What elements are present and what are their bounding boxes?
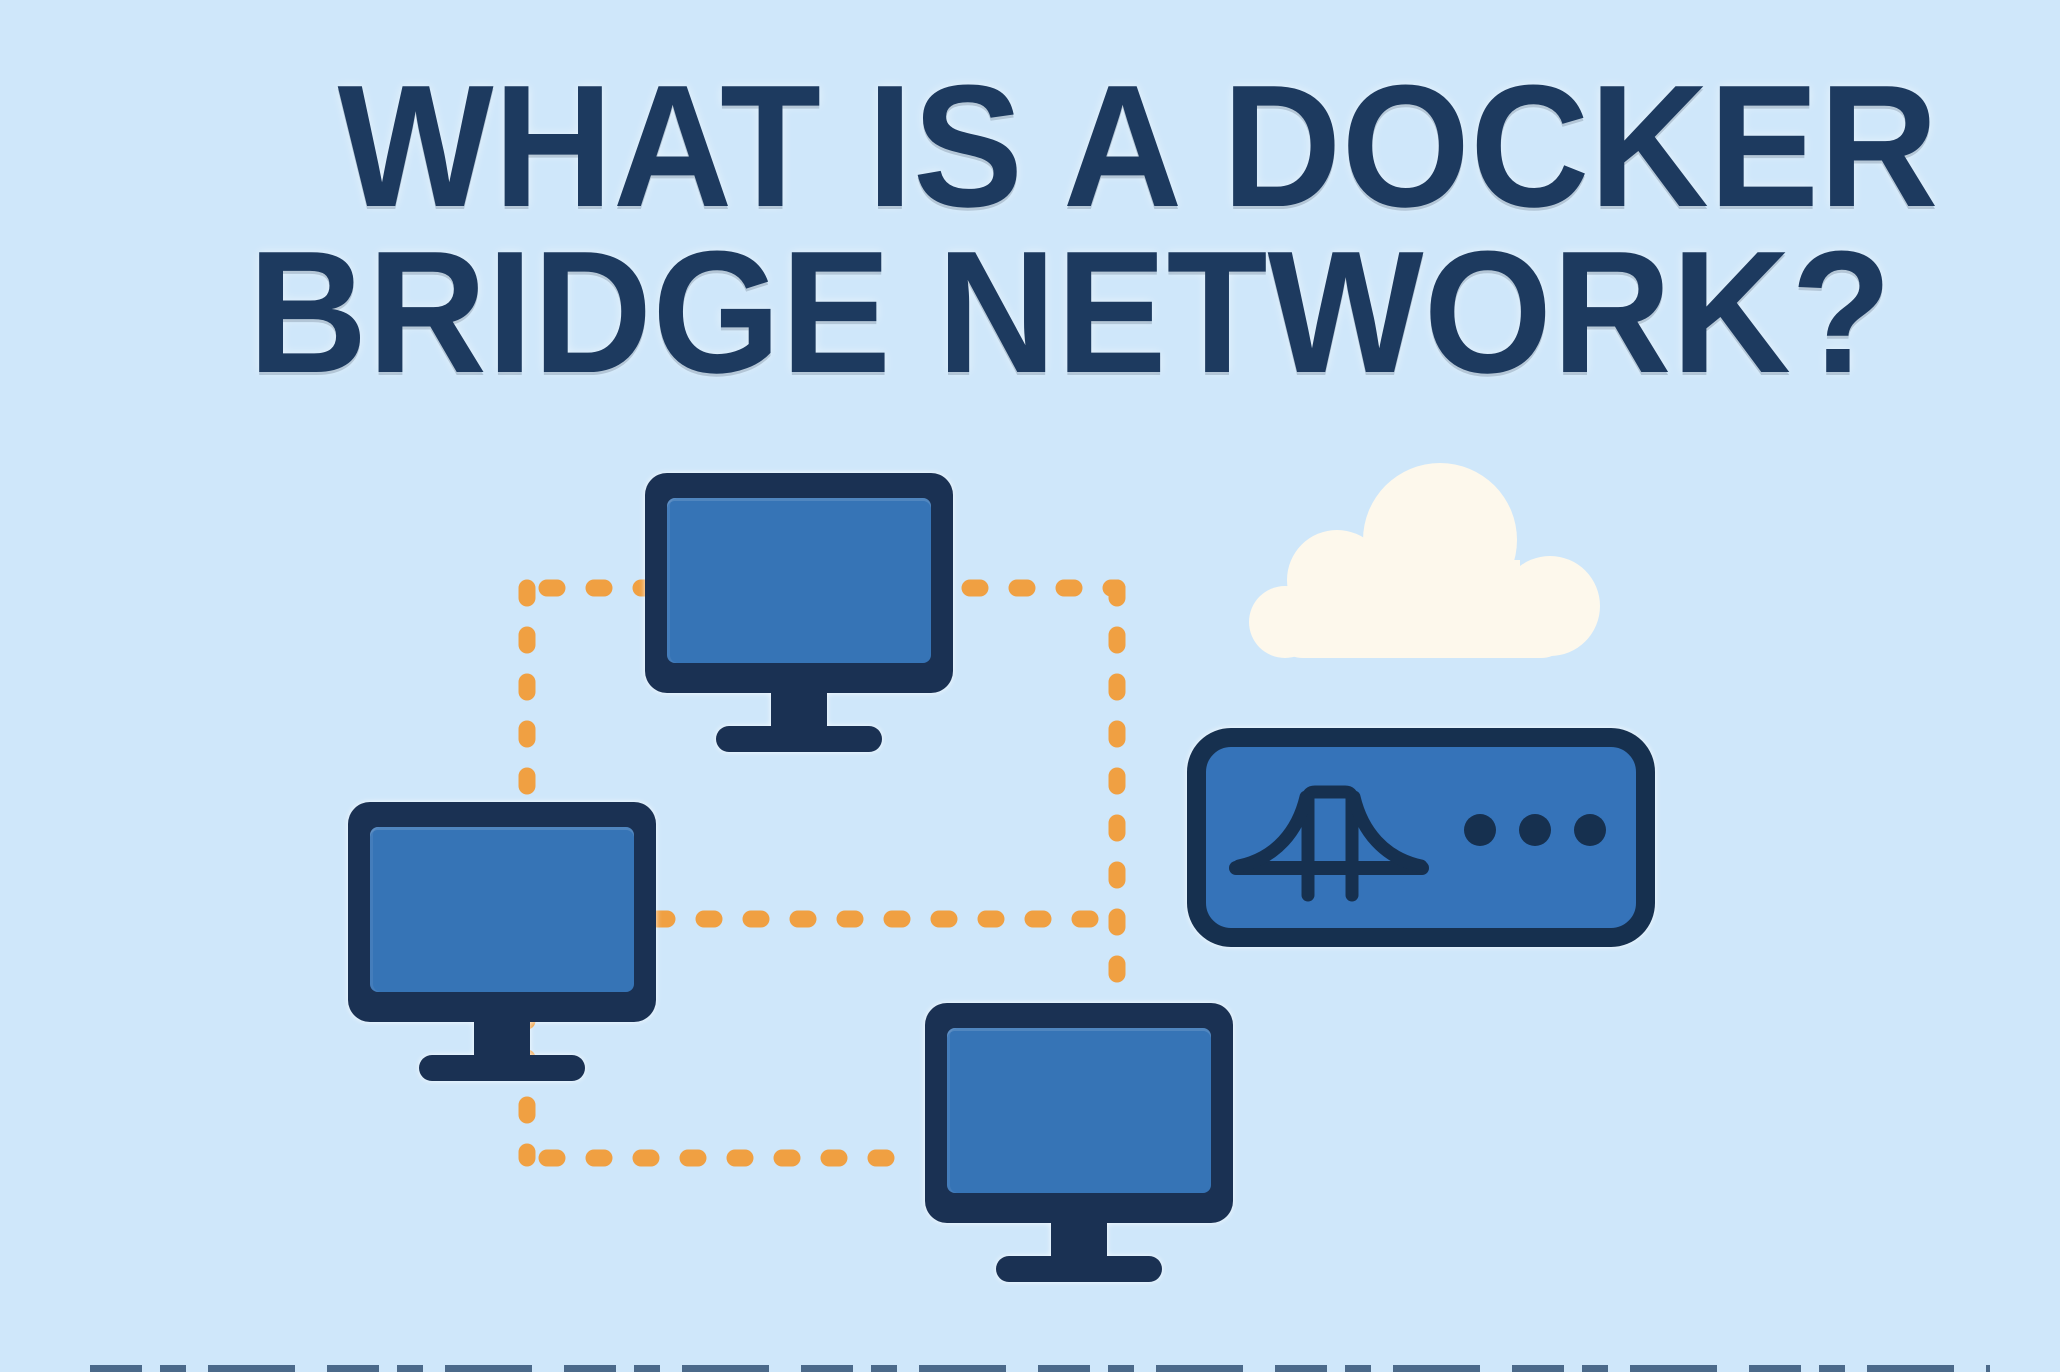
cloud-icon — [1249, 463, 1600, 658]
monitor-stand-base — [996, 1256, 1162, 1282]
bridge-network-box — [1187, 728, 1655, 947]
monitor-screen — [947, 1028, 1211, 1193]
monitor-stand-base — [419, 1055, 585, 1081]
monitor-screen — [370, 827, 634, 992]
monitor-stand-neck — [1051, 1219, 1107, 1258]
monitor-stand-neck — [474, 1018, 530, 1057]
monitor-icon-bottom — [925, 1003, 1233, 1283]
cropped-text-strip — [90, 1365, 1990, 1372]
monitor-icon-top — [645, 473, 953, 753]
monitor-icon-left — [348, 802, 656, 1082]
bridge-box-icons — [1229, 785, 1606, 902]
title-line-1: WHAT IS A DOCKER — [337, 48, 1939, 243]
ellipsis-dots-icon — [1464, 814, 1606, 846]
monitor-stand-base — [716, 726, 882, 752]
monitor-stand-neck — [771, 689, 827, 728]
monitor-screen — [667, 498, 931, 663]
title-line-2: BRIDGE NETWORK? — [248, 214, 1892, 409]
suspension-bridge-icon — [1229, 785, 1429, 902]
